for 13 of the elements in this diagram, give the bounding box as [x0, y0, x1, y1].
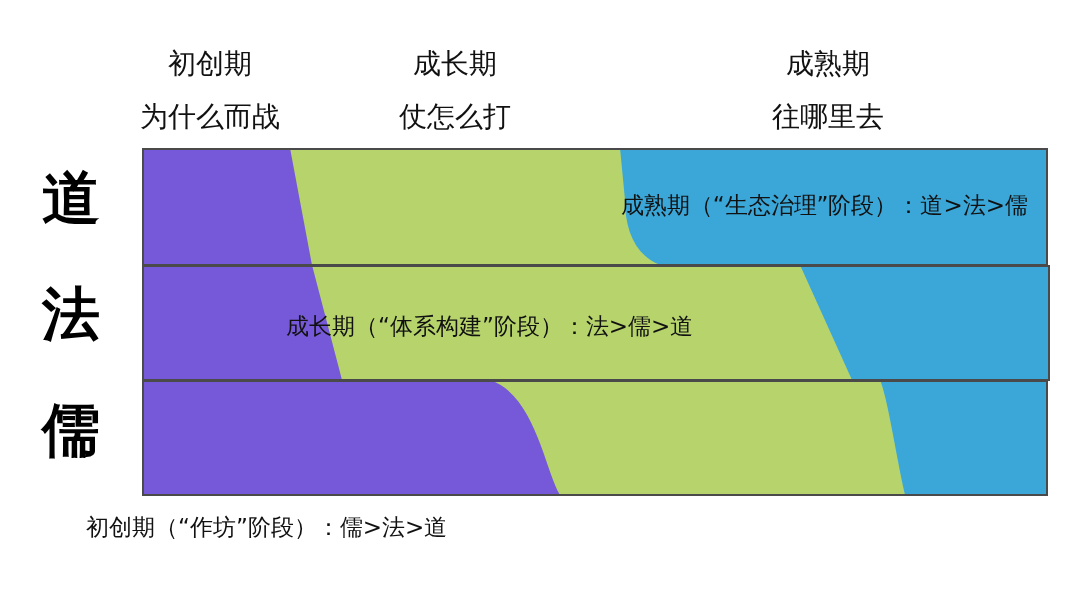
- row-label: 法: [42, 279, 100, 350]
- stage-heading: 初创期: [168, 46, 252, 82]
- row-band: [142, 380, 1048, 496]
- stage-heading: 成熟期: [786, 46, 870, 82]
- row-band: [142, 148, 1048, 266]
- stage-question: 为什么而战: [140, 99, 280, 135]
- stage-question: 往哪里去: [772, 99, 884, 135]
- row-label: 道: [42, 163, 100, 234]
- stage-question: 仗怎么打: [399, 99, 511, 135]
- stage-text: 初创期（“作坊”阶段）：儒>法>道: [86, 513, 448, 542]
- row-label: 儒: [42, 395, 100, 466]
- stage-heading: 成长期: [413, 46, 497, 82]
- row-band: [142, 265, 1050, 381]
